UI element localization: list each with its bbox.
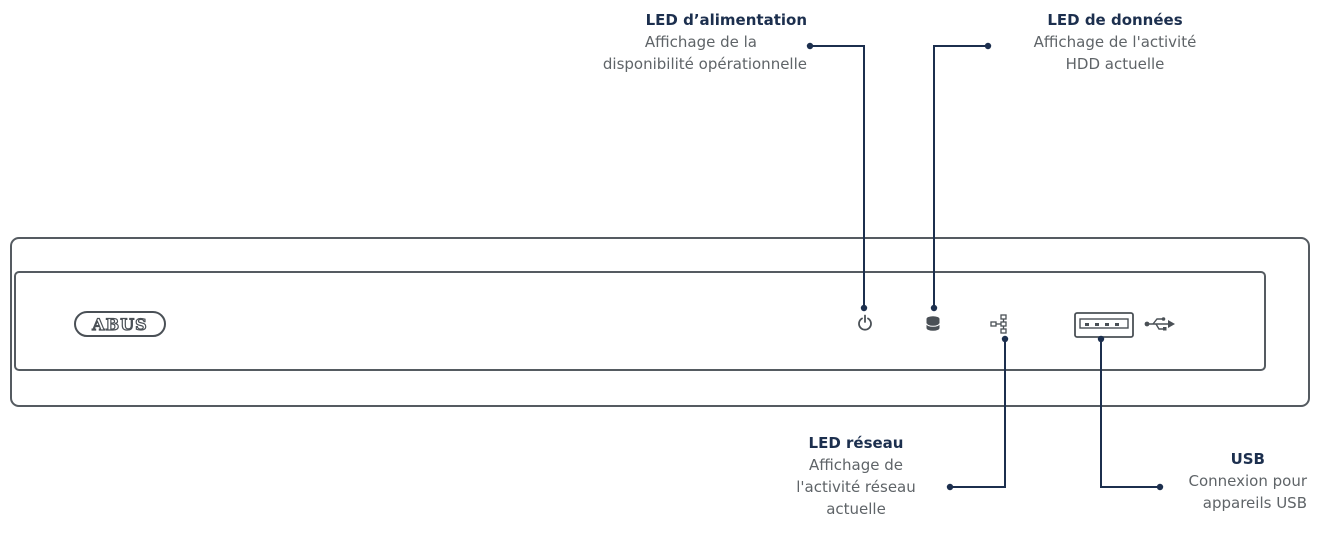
leader-dot-network-end — [1001, 335, 1009, 343]
hdd-icon — [926, 316, 940, 331]
callout-network-led-desc-2: l'activité réseau — [796, 478, 916, 496]
callout-usb: USB Connexion pour appareils USB — [1189, 448, 1308, 514]
leader-line-power — [810, 45, 865, 308]
callout-network-led-title: LED réseau — [808, 434, 904, 452]
usb-symbol-icon — [1144, 317, 1175, 331]
callout-usb-desc-1: Connexion pour — [1188, 472, 1308, 490]
leader-dot-usb-end — [1097, 335, 1105, 343]
leader-dot-power-end — [860, 304, 868, 312]
abus-logo-text: ABUS — [92, 314, 148, 334]
callout-usb-title: USB — [1230, 450, 1265, 468]
callout-network-led: LED réseau Affichage de l'activité résea… — [770, 432, 942, 520]
leader-line-data — [933, 45, 988, 308]
callout-data-led: LED de données Affichage de l'activité H… — [1000, 9, 1230, 75]
callout-network-led-desc-3: actuelle — [826, 500, 886, 518]
callout-power-led-desc-1: Affichage de la — [644, 33, 757, 51]
callout-power-led: LED d’alimentation Affichage de la dispo… — [603, 9, 807, 75]
callout-usb-desc-2: appareils USB — [1202, 494, 1307, 512]
callout-power-led-desc-2: disponibilité opérationnelle — [602, 55, 807, 73]
power-icon — [858, 314, 872, 331]
callout-network-led-desc-1: Affichage de — [809, 456, 903, 474]
leader-dot-usb — [1156, 483, 1164, 491]
leader-line-usb — [1100, 338, 1160, 488]
leader-dot-data-end — [930, 304, 938, 312]
callout-data-led-desc-1: Affichage de l'activité — [1033, 33, 1197, 51]
callout-power-led-title: LED d’alimentation — [645, 11, 807, 29]
device-front-panel — [14, 271, 1266, 371]
network-icon — [990, 314, 1007, 334]
callout-data-led-title: LED de données — [1047, 11, 1183, 29]
leader-line-network — [950, 338, 1006, 488]
leader-dot-network — [946, 483, 954, 491]
leader-dot-data — [984, 42, 992, 50]
usb-port-icon — [1074, 312, 1134, 338]
callout-data-led-desc-2: HDD actuelle — [1065, 55, 1165, 73]
abus-logo: ABUS — [74, 311, 166, 337]
leader-dot-power — [806, 42, 814, 50]
